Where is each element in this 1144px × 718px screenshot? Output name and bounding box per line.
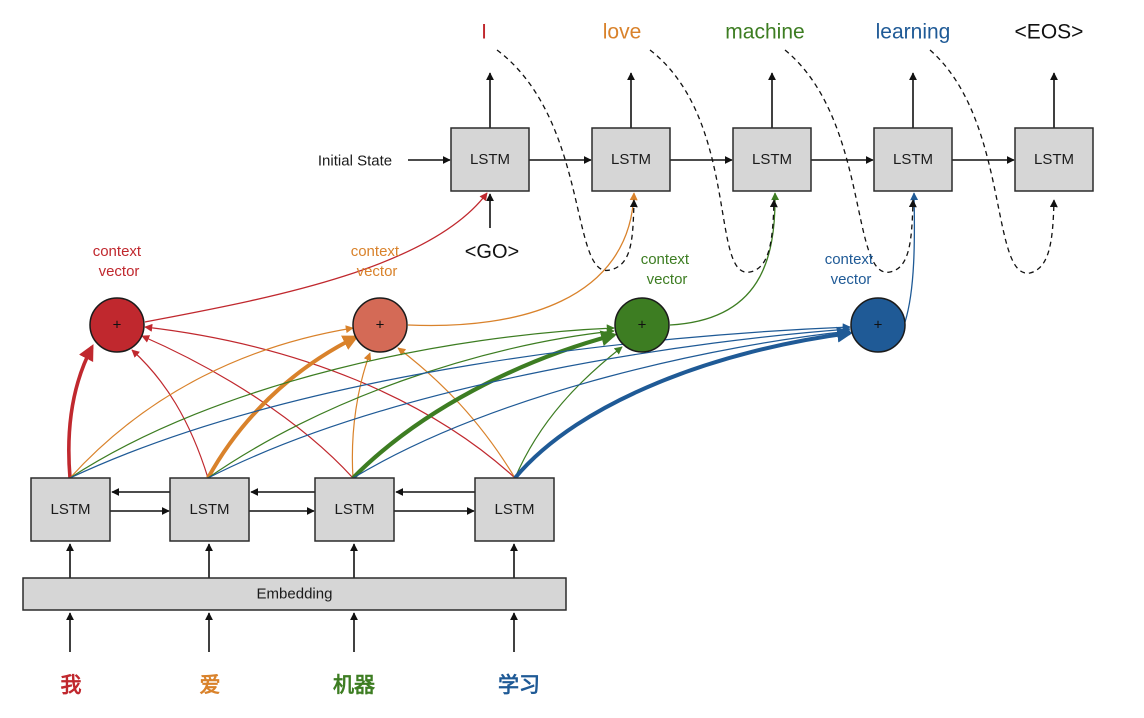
input-word-3: 机器 [333,673,376,697]
decoder-cell-2: LSTM [591,127,671,192]
context-node-red-circle [89,297,145,353]
decoder-cell-4: LSTM [873,127,953,192]
embedding-label: Embedding [257,586,333,603]
attention-edge-enc3-salmon [351,352,372,479]
context-node-salmon: context vector + [351,243,408,353]
decoder-cell-3-label: LSTM [752,151,792,168]
output-word-2: love [603,21,642,44]
decoder-cell-1: LSTM [450,127,530,192]
context-node-green: context vector + [614,251,694,353]
context-label-blue-line-2: vector [831,271,872,288]
context-label-red-line-2: vector [99,263,140,280]
context-label-salmon: context vector [351,243,404,280]
attention-edge-enc1-green [69,324,615,479]
output-word-1: I [481,21,487,44]
output-word-3: machine [725,21,804,44]
context-node-blue-symbol: + [874,317,883,334]
encoder-cell-4: LSTM [474,477,555,542]
attention-edge-enc2-salmon [206,335,359,479]
input-word-2: 爱 [200,673,221,697]
attention-edge-enc4-salmon [397,347,516,479]
encoder-cell-3: LSTM [314,477,395,542]
context-label-green-line-1: context [641,251,690,268]
context-to-decoder-edges [144,192,919,327]
attention-edges [67,323,854,480]
context-edge-salmon-to-dec2 [407,192,638,327]
context-node-salmon-symbol: + [376,317,385,334]
decoder: Initial State <GO> LSTM LSTM LSTM [318,21,1094,274]
encoder-cell-1-label: LSTM [50,501,90,518]
encoder-cell-3-label: LSTM [334,501,374,518]
feedback-loop-1 [496,49,638,271]
context-node-red-symbol: + [113,317,122,334]
context-label-salmon-line-2: vector [357,263,398,280]
encoder-cell-2-label: LSTM [189,501,229,518]
encoder-cell-4-label: LSTM [494,501,534,518]
go-token-label: <GO> [465,241,519,263]
feedback-loop-4 [929,49,1058,274]
context-edge-green-to-dec3 [669,192,780,326]
initial-state-label: Initial State [318,153,392,170]
context-node-salmon-circle [352,297,408,353]
attention-edge-enc1-blue [69,323,851,479]
attention-edge-enc2-blue [207,325,851,479]
context-label-red-line-1: context [93,243,142,260]
decoder-cell-1-label: LSTM [470,151,510,168]
attention-edge-enc4-blue [513,326,854,480]
attention-edge-enc3-blue [352,327,851,479]
attention-edge-enc2-red [131,349,209,479]
output-word-4: learning [876,21,951,44]
decoder-cell-4-label: LSTM [893,151,933,168]
context-edge-blue-to-dec4 [904,192,919,323]
context-label-green-line-2: vector [647,271,688,288]
attention-edge-enc3-green [351,330,618,480]
context-node-green-symbol: + [638,317,647,334]
decoder-cell-2-label: LSTM [611,151,651,168]
context-edge-red-to-dec1 [144,192,488,323]
context-node-blue-circle [850,297,906,353]
context-label-green: context vector [641,251,694,288]
context-label-salmon-line-1: context [351,243,400,260]
context-label-blue-line-1: context [825,251,874,268]
feedback-loop-3 [784,49,917,273]
encoder-cell-1: LSTM [30,477,111,542]
context-label-blue: context vector [825,251,878,288]
input-word-4: 学习 [498,673,540,697]
input-word-1: 我 [61,673,82,697]
attention-edge-enc4-red [144,323,516,479]
context-label-red: context vector [93,243,146,280]
attention-edge-enc2-green [207,327,615,479]
embedding-layer: Embedding [22,577,567,611]
attention-edge-enc3-red [141,335,354,479]
attention-edge-enc1-red [67,344,94,479]
context-node-blue: context vector + [825,251,906,353]
context-nodes: context vector + context vector + contex… [89,243,906,353]
decoder-cell-3: LSTM [732,127,812,192]
decoder-cell-5-label: LSTM [1034,151,1074,168]
feedback-loop-2 [649,49,778,273]
decoder-cell-5: LSTM [1014,127,1094,192]
context-node-green-circle [614,297,670,353]
encoder: LSTM LSTM LSTM LSTM Embedding 我 [22,477,567,697]
output-word-5: <EOS> [1015,21,1084,44]
context-node-red: context vector + [89,243,146,353]
encoder-cell-2: LSTM [169,477,250,542]
attention-edge-enc1-salmon [69,325,354,479]
